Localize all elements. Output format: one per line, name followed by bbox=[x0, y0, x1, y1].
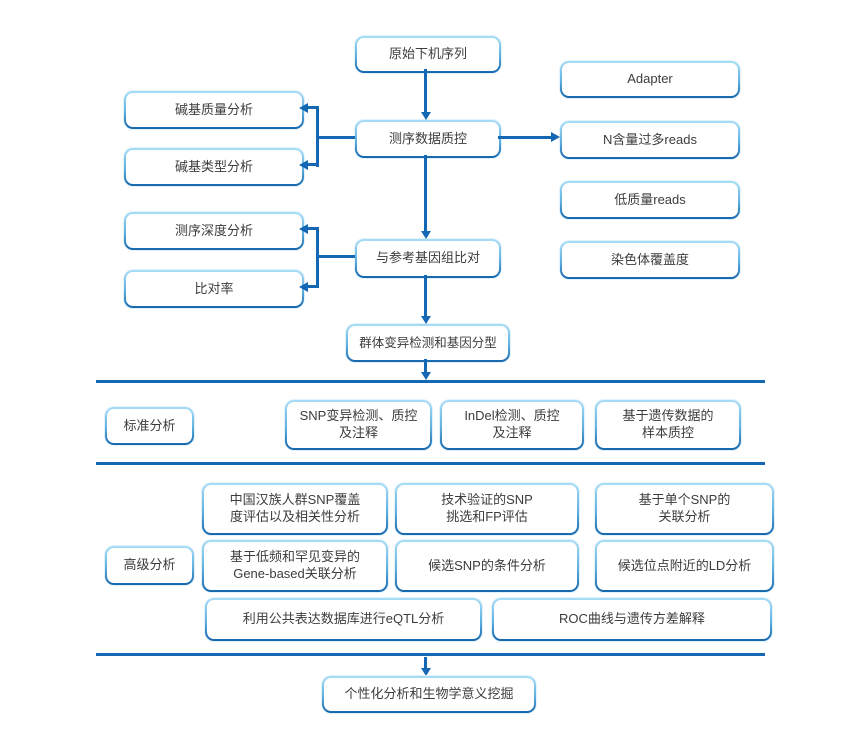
connector-qc-left-vertical bbox=[316, 106, 319, 167]
node-mapping-rate: 比对率 bbox=[124, 270, 304, 308]
node-personalized-analysis: 个性化分析和生物学意义挖掘 bbox=[322, 676, 536, 713]
section-divider-2 bbox=[96, 462, 765, 465]
node-label: ROC曲线与遗传方差解释 bbox=[559, 611, 705, 627]
node-label: 与参考基因组比对 bbox=[375, 250, 480, 266]
node-validated-snp: 技术验证的SNP 挑选和FP评估 bbox=[395, 483, 579, 535]
connector-stub bbox=[307, 227, 318, 230]
node-label-line1: 中国汉族人群SNP覆盖 bbox=[229, 492, 361, 508]
arrowhead-left-icon bbox=[299, 224, 308, 234]
node-label-line2: 及注释 bbox=[492, 425, 532, 440]
node-label: 碱基质量分析 bbox=[174, 101, 253, 117]
node-indel-detection: InDel检测、质控 及注释 bbox=[440, 400, 584, 450]
node-base-type: 碱基类型分析 bbox=[124, 148, 304, 186]
node-label-line2: 度评估以及相关性分析 bbox=[229, 509, 360, 524]
node-label: 测序深度分析 bbox=[174, 222, 253, 238]
node-raw-reads: 原始下机序列 bbox=[355, 36, 501, 73]
node-eqtl-analysis: 利用公共表达数据库进行eQTL分析 bbox=[205, 598, 482, 641]
node-sample-qc: 基于遗传数据的 样本质控 bbox=[595, 400, 741, 450]
node-label-line2: 挑选和FP评估 bbox=[446, 509, 528, 524]
node-low-quality-reads: 低质量reads bbox=[560, 181, 740, 219]
connector-align-left bbox=[317, 255, 355, 258]
node-adapter: Adapter bbox=[560, 61, 740, 98]
connector-stub bbox=[307, 285, 318, 288]
arrowhead-down-icon bbox=[421, 668, 431, 676]
node-seq-qc: 测序数据质控 bbox=[355, 120, 501, 158]
node-n-reads: N含量过多reads bbox=[560, 121, 740, 159]
arrowhead-down-icon bbox=[421, 231, 431, 239]
node-label-line1: SNP变异检测、质控 bbox=[299, 408, 418, 424]
node-label: 测序数据质控 bbox=[388, 130, 467, 146]
section-label: 高级分析 bbox=[123, 557, 176, 573]
node-gene-based-association: 基于低频和罕见变异的 Gene-based关联分析 bbox=[202, 540, 388, 592]
node-han-snp-coverage: 中国汉族人群SNP覆盖 度评估以及相关性分析 bbox=[202, 483, 388, 535]
arrowhead-down-icon bbox=[421, 316, 431, 324]
section-divider-3 bbox=[96, 653, 765, 656]
node-label-line1: 基于单个SNP的 bbox=[638, 492, 731, 508]
section-label-standard: 标准分析 bbox=[105, 407, 194, 445]
node-base-quality: 碱基质量分析 bbox=[124, 91, 304, 129]
arrowhead-left-icon bbox=[299, 103, 308, 113]
node-label: 个性化分析和生物学意义挖掘 bbox=[344, 686, 514, 702]
arrowhead-right-icon bbox=[551, 132, 560, 142]
node-single-snp-association: 基于单个SNP的 关联分析 bbox=[595, 483, 774, 535]
connector-stub bbox=[307, 163, 318, 166]
arrowhead-left-icon bbox=[299, 160, 308, 170]
node-label: 原始下机序列 bbox=[388, 46, 467, 62]
flow-line-variant-to-section bbox=[424, 359, 427, 373]
node-ld-analysis: 候选位点附近的LD分析 bbox=[595, 540, 774, 592]
section-label-advanced: 高级分析 bbox=[105, 546, 194, 585]
node-depth-analysis: 测序深度分析 bbox=[124, 212, 304, 250]
node-label-line1: 基于低频和罕见变异的 bbox=[229, 549, 360, 565]
flow-line-align-to-variant bbox=[424, 275, 427, 317]
node-label: N含量过多reads bbox=[603, 131, 697, 147]
flow-line-raw-to-qc bbox=[424, 69, 427, 113]
node-label: 候选SNP的条件分析 bbox=[428, 557, 546, 573]
node-label: 比对率 bbox=[194, 280, 234, 296]
node-label: 低质量reads bbox=[614, 191, 686, 207]
node-label-line2: 及注释 bbox=[338, 425, 378, 440]
node-conditional-analysis: 候选SNP的条件分析 bbox=[395, 540, 579, 592]
node-snp-detection: SNP变异检测、质控 及注释 bbox=[285, 400, 432, 450]
node-roc-heritability: ROC曲线与遗传方差解释 bbox=[492, 598, 772, 641]
flow-line-qc-to-align bbox=[424, 155, 427, 232]
section-label: 标准分析 bbox=[123, 417, 176, 433]
connector-qc-left bbox=[317, 136, 355, 139]
connector-align-left-vertical bbox=[316, 227, 319, 288]
arrowhead-down-icon bbox=[421, 372, 431, 380]
arrowhead-left-icon bbox=[299, 282, 308, 292]
node-chromosome-coverage: 染色体覆盖度 bbox=[560, 241, 740, 279]
node-label: 群体变异检测和基因分型 bbox=[359, 335, 497, 350]
node-label: 利用公共表达数据库进行eQTL分析 bbox=[242, 611, 445, 627]
arrowhead-down-icon bbox=[421, 112, 431, 120]
node-label: Adapter bbox=[627, 71, 673, 87]
section-divider-1 bbox=[96, 380, 765, 383]
node-label-line2: Gene-based关联分析 bbox=[233, 566, 357, 581]
node-genome-align: 与参考基因组比对 bbox=[355, 239, 501, 278]
node-label-line2: 样本质控 bbox=[641, 425, 694, 440]
node-label-line1: 技术验证的SNP bbox=[441, 492, 533, 508]
node-label: 候选位点附近的LD分析 bbox=[617, 557, 752, 573]
node-label-line2: 关联分析 bbox=[658, 509, 711, 524]
flow-line-to-personalized bbox=[424, 657, 427, 669]
node-label: 碱基类型分析 bbox=[174, 158, 253, 174]
node-label: 染色体覆盖度 bbox=[610, 251, 689, 267]
node-label-line1: 基于遗传数据的 bbox=[622, 408, 714, 424]
node-variant-genotyping: 群体变异检测和基因分型 bbox=[346, 324, 510, 362]
connector-stub bbox=[307, 106, 318, 109]
node-label-line1: InDel检测、质控 bbox=[464, 408, 560, 424]
flow-line-qc-to-right bbox=[498, 136, 552, 139]
